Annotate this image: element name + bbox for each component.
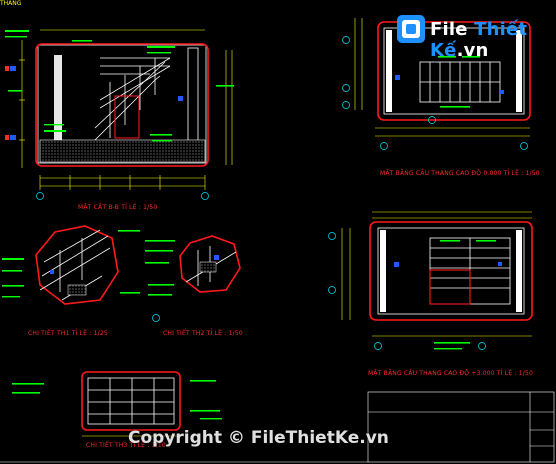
detail-th3-title: CHI TIẾT TH3 TỈ LỆ : 1/10 bbox=[86, 442, 166, 449]
plan-0000-view bbox=[342, 18, 531, 150]
plan-3000-view bbox=[328, 211, 533, 350]
section-bb-title: MẶT CẮT B-B TỈ LỆ : 1/50 bbox=[78, 204, 158, 211]
logo-text: File Thiết Kế.vn bbox=[430, 19, 528, 61]
corner-label: THANG bbox=[0, 0, 22, 7]
detail-th2-title: CHI TIẾT TH2 TỈ LỆ : 1/50 bbox=[163, 330, 243, 337]
watermark-logo: File Thiết Kế.vn bbox=[396, 14, 556, 61]
plan-0000-title: MẶT BẰNG CẦU THANG CAO ĐỘ 0.000 TỈ LỆ : … bbox=[380, 170, 540, 177]
title-block bbox=[367, 391, 555, 463]
copyright-watermark: Copyright © FileThietKe.vn bbox=[128, 428, 389, 448]
filethietke-logo-icon bbox=[397, 15, 425, 43]
section-bb-view bbox=[5, 29, 234, 200]
plan-3000-title: MẶT BẰNG CẦU THANG CAO ĐỘ +3.000 TỈ LỆ :… bbox=[368, 370, 534, 377]
detail-th2-view bbox=[145, 235, 241, 322]
detail-th1-title: CHI TIẾT TH1 TỈ LỆ : 1/25 bbox=[28, 330, 108, 337]
detail-th3-view bbox=[12, 371, 222, 437]
detail-th1-view bbox=[2, 225, 140, 305]
